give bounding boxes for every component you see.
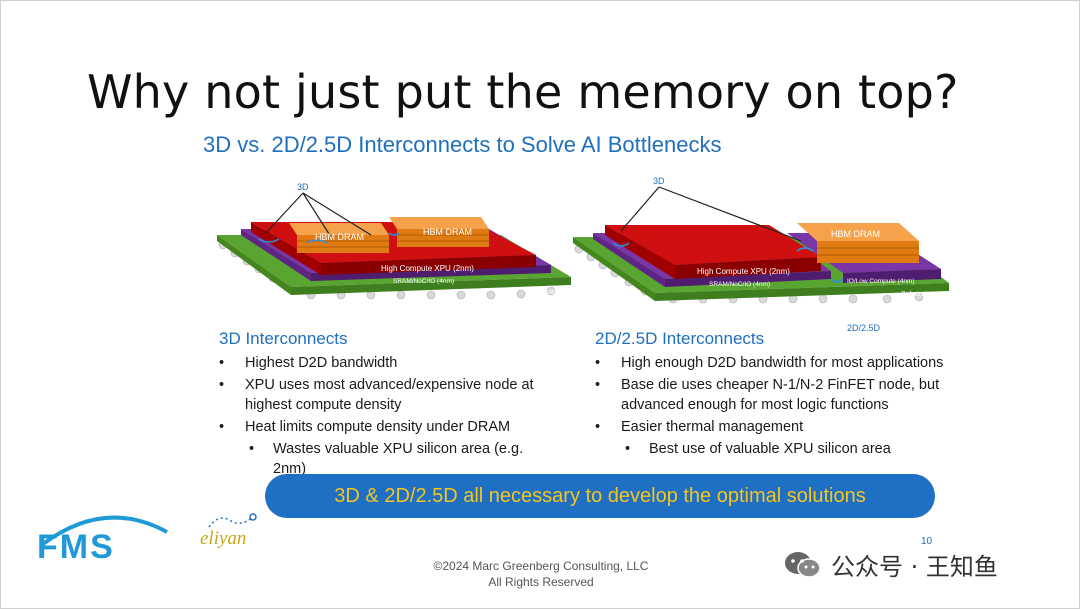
bullet-item: Heat limits compute density under DRAM: [219, 417, 549, 437]
xpu-die-top: [605, 225, 821, 265]
base-die-label: SRAM/NoC/IO (4nm): [393, 278, 454, 285]
callout-3d-label: 3D: [653, 176, 665, 186]
hbm-label-2: HBM DRAM: [423, 227, 472, 237]
watermark-text: 公众号 · 王知鱼: [831, 553, 998, 581]
bullet-item: XPU uses most advanced/expensive node at…: [219, 375, 549, 415]
page-number: 10: [921, 536, 933, 547]
eliyan-swirl-icon: [208, 513, 257, 528]
sub-bullet-item: Best use of valuable XPU silicon area: [595, 439, 955, 459]
callout-2d-label: 2D/2.5D: [847, 323, 881, 333]
heading-3d-interconnects: 3D Interconnects: [219, 329, 348, 348]
hbm-stack: [797, 223, 919, 263]
substrate-label: Substrate: [901, 291, 931, 298]
copyright-line-1: ©2024 Marc Greenberg Consulting, LLC: [433, 559, 649, 573]
diagram-2d-2-5d: 3D HBM DRAM High Compute XPU (2nm) SRAM/…: [573, 176, 949, 333]
xpu-label: High Compute XPU (2nm): [381, 264, 474, 273]
wechat-icon: [785, 551, 821, 578]
bullet-item: Highest D2D bandwidth: [219, 353, 549, 373]
fms-logo: FMS: [37, 515, 168, 566]
heading-2d-interconnects: 2D/2.5D Interconnects: [595, 329, 765, 348]
banner-text: 3D & 2D/2.5D all necessary to develop th…: [334, 484, 866, 507]
bullet-item: Base die uses cheaper N-1/N-2 FinFET nod…: [595, 375, 955, 415]
slide-subtitle: 3D vs. 2D/2.5D Interconnects to Solve AI…: [203, 132, 722, 157]
substrate-side: [291, 277, 571, 295]
conclusion-banner: 3D & 2D/2.5D all necessary to develop th…: [265, 474, 935, 518]
hbm-label-1: HBM DRAM: [315, 232, 364, 242]
base-die-label: SRAM/NoC/IO (4nm): [709, 281, 770, 288]
interconnect-arrows: [258, 232, 400, 244]
copyright-line-2: All Rights Reserved: [488, 575, 594, 589]
xpu-label: High Compute XPU (2nm): [697, 267, 790, 276]
wechat-watermark: 公众号 · 王知鱼: [783, 547, 998, 582]
sub-bullet-item: Wastes valuable XPU silicon area (e.g. 2…: [219, 439, 549, 479]
copyright: ©2024 Marc Greenberg Consulting, LLC All…: [381, 558, 701, 590]
bullet-list-2d: High enough D2D bandwidth for most appli…: [595, 353, 955, 461]
bullet-list-3d: Highest D2D bandwidth XPU uses most adva…: [219, 353, 549, 481]
eliyan-logo: eliyan: [200, 528, 247, 549]
substrate-label: Substrate: [529, 289, 559, 296]
fms-logo-text: FMS: [37, 528, 115, 566]
slide-title: Why not just put the memory on top?: [87, 65, 959, 119]
callout-3d-label: 3D: [297, 182, 309, 192]
interconnect-arrows: [612, 242, 844, 283]
callout-lines-3d: [265, 192, 372, 238]
diagram-3d-stack: 3D HBM DRAM HBM DRAM High Compute XPU (2…: [217, 182, 571, 300]
callout-lines: [620, 186, 802, 242]
hbm-stack-right: [389, 217, 489, 247]
bullet-item: Easier thermal management: [595, 417, 955, 437]
io-die-label: IO/Low Compute (4nm): [847, 278, 915, 285]
bullet-item: High enough D2D bandwidth for most appli…: [595, 353, 955, 373]
hbm-label: HBM DRAM: [831, 229, 880, 239]
